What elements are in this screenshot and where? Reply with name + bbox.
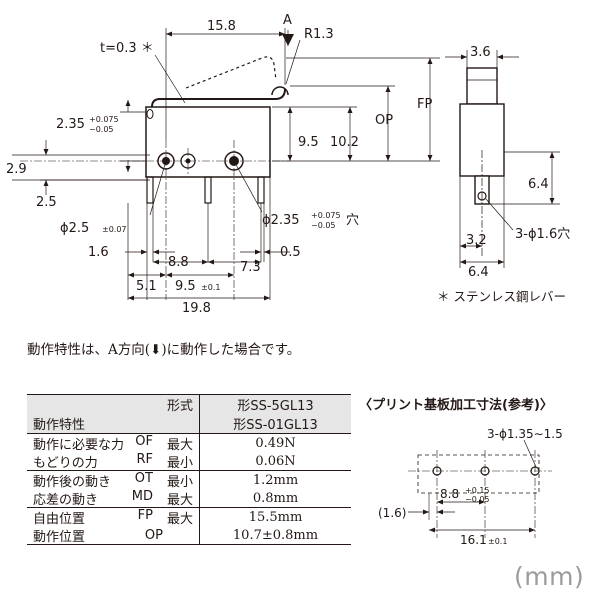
row-limit: 最大 [166, 437, 193, 453]
header-form-label: 形式 [166, 399, 193, 414]
model-2: 形SS-01GL13 [233, 418, 318, 433]
switch-front-view [145, 56, 289, 204]
dim-5-1: 5.1 [136, 279, 157, 294]
row-name: 動作位置 [33, 529, 86, 545]
direction-a-arrow-icon [282, 34, 294, 46]
dim-fp: FP [417, 97, 432, 112]
dim-2-35-plus: +0.075 [89, 115, 119, 124]
row-limit: 最小 [166, 455, 193, 471]
side-dimension-lines [445, 50, 560, 268]
dim-3-2: 3.2 [466, 233, 487, 248]
pcb-labels: 3-ϕ1.35∼1.5 8.8 +0.15 −0.05 (1.6) 16.1 ±… [378, 427, 563, 547]
spec-row: 応差の動き MD 最大 [33, 488, 193, 508]
spec-group-travel: 動作後の動き OT 最小 応差の動き MD 最大 1.2mm 0.8mm [27, 470, 351, 508]
row-value: 0.06N [255, 453, 296, 469]
dim-op: OP [375, 113, 393, 128]
row-value: 15.5mm [248, 509, 303, 525]
row-value: 1.2mm [252, 472, 299, 488]
dim-phi-2-35-plus: +0.075 [311, 211, 341, 220]
dim-phi-2-35: ϕ2.35 [262, 213, 300, 228]
row-code: OF [135, 433, 153, 449]
row-name: 動作後の動き [33, 474, 112, 490]
spec-group-force: 動作に必要な力 OF 最大 もどりの力 RF 最小 0.49N 0.06N [27, 433, 351, 471]
spec-row: 動作後の動き OT 最小 [33, 470, 193, 490]
dim-6-4-bottom: 6.4 [468, 265, 489, 280]
row-code: OT [134, 470, 153, 486]
spec-group-position: 自由位置 FP 最大 動作位置 OP 15.5mm 10.7±0.8mm [27, 507, 351, 545]
dim-7-3: 7.3 [240, 260, 261, 275]
pcb-drawing [408, 439, 552, 538]
dim-holes: 3-ϕ1.6穴 [515, 227, 570, 242]
row-limit: 最大 [166, 492, 193, 508]
dim-label-a: A [283, 13, 292, 28]
model-1: 形SS-5GL13 [237, 399, 314, 414]
row-value: 0.8mm [252, 490, 299, 506]
dim-2-5: 2.5 [36, 195, 57, 210]
row-value: 10.7±0.8mm [232, 527, 319, 543]
dim-phi-2-35-minus: −0.05 [311, 221, 336, 230]
row-name: 自由位置 [33, 511, 86, 527]
dim-8-8: 8.8 [168, 255, 189, 270]
pcb-span: 16.1 [460, 533, 487, 547]
pcb-span-tol: ±0.1 [488, 537, 507, 546]
dim-10-2: 10.2 [330, 135, 359, 150]
unit-label: (mm) [514, 562, 585, 591]
pcb-hole-spec: 3-ϕ1.35∼1.5 [487, 427, 563, 441]
pcb-pitch: 8.8 [440, 487, 459, 501]
dim-2-35: 2.35 [56, 117, 85, 132]
pcb-offset: (1.6) [378, 506, 406, 520]
dim-2-35-minus: −0.05 [89, 125, 114, 134]
dim-thickness: t=0.3 ＊ [100, 41, 154, 56]
dim-9-5-bottom: 9.5 [175, 279, 196, 294]
spec-row: もどりの力 RF 最小 [33, 451, 193, 471]
dim-phi-2-5-tol: ±0.07 [102, 225, 127, 234]
dim-1-6: 1.6 [88, 245, 109, 260]
dim-phi-2-5: ϕ2.5 [60, 221, 89, 236]
dim-9-5-right: 9.5 [298, 135, 319, 150]
dim-15-8: 15.8 [207, 19, 236, 34]
lever-material-note: ＊ ステンレス鋼レバー [437, 289, 566, 304]
spec-row: 動作に必要な力 OF 最大 [33, 433, 193, 453]
row-limit: 最大 [166, 511, 193, 527]
spec-table: 形式 動作特性 形SS-5GL13 形SS-01GL13 動作に必要な力 OF 最大… [27, 394, 351, 545]
spec-row: 自由位置 FP 最大 [33, 507, 193, 527]
dim-6-4-right: 6.4 [528, 177, 549, 192]
header-label: 動作特性 [33, 418, 86, 433]
dim-r1-3: R1.3 [304, 27, 334, 42]
operation-note: 動作特性は、A方向(⬇)に動作した場合です。 [27, 342, 301, 358]
pcb-pitch-minus: −0.05 [465, 495, 490, 504]
row-limit: 最小 [166, 474, 193, 490]
row-code: RF [136, 451, 153, 467]
row-name: もどりの力 [33, 455, 98, 471]
dim-9-5-bottom-tol: ±0.1 [201, 283, 220, 292]
dim-phi-2-35-hole: 穴 [346, 213, 359, 228]
dim-2-9: 2.9 [6, 162, 27, 177]
row-code: OP [144, 527, 163, 543]
row-value: 0.49N [255, 435, 296, 451]
row-code: FP [137, 507, 153, 523]
row-name: 動作に必要な力 [33, 437, 125, 453]
spec-row: 動作位置 OP [33, 526, 193, 545]
dim-0-5: 0.5 [280, 245, 301, 260]
row-name: 応差の動き [33, 492, 99, 508]
pcb-pitch-plus: +0.15 [465, 486, 490, 495]
spec-header-row: 形式 動作特性 形SS-5GL13 形SS-01GL13 [27, 394, 351, 434]
dim-19-8: 19.8 [182, 301, 211, 316]
side-view-labels: 3.6 6.4 3.2 6.4 3-ϕ1.6穴 [466, 45, 570, 280]
pcb-title: 〈プリント基板加工寸法(参考)〉 [359, 398, 553, 413]
row-code: MD [131, 488, 153, 504]
dim-3-6: 3.6 [470, 45, 491, 60]
front-view-labels: 15.8 A R1.3 t=0.3 ＊ 2.35 +0.075 −0.05 FP… [6, 13, 432, 316]
